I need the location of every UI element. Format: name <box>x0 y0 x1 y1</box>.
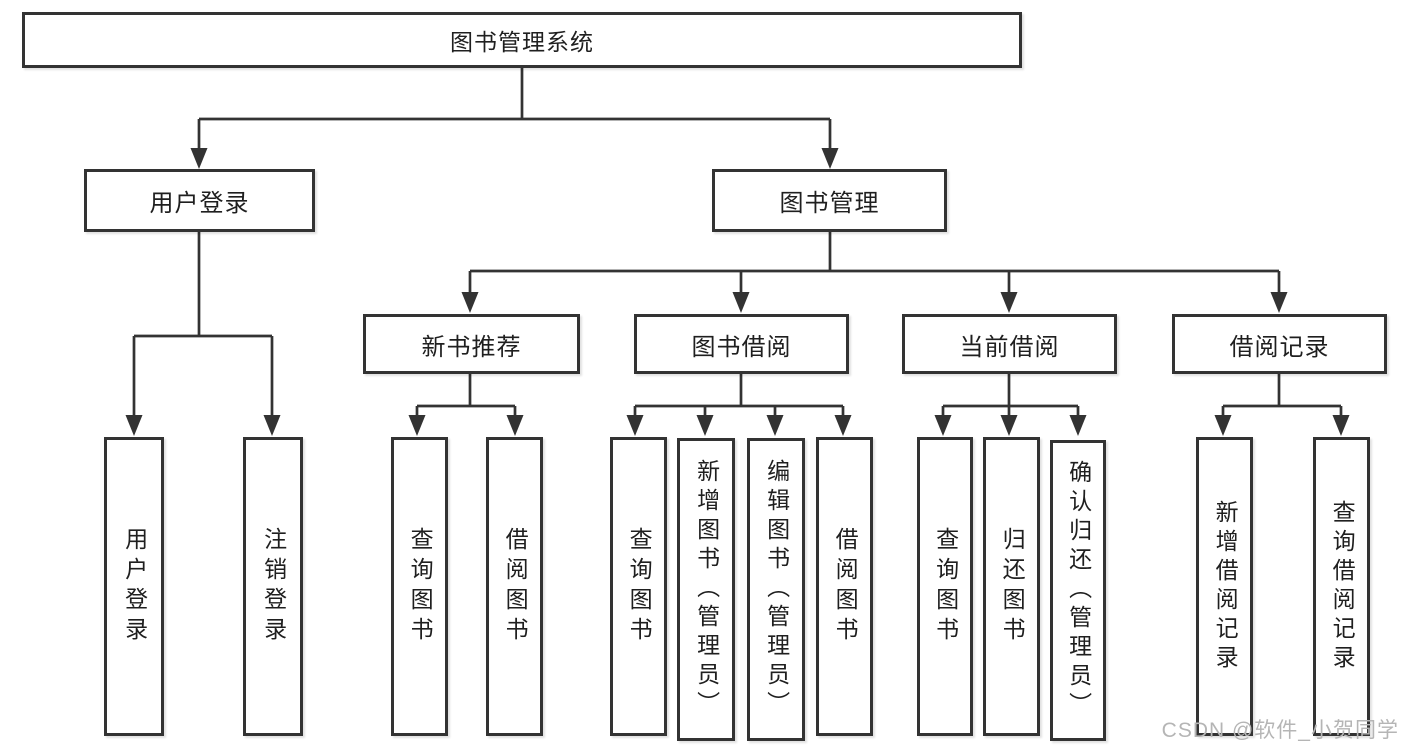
node-borrow-records-label: 借阅记录 <box>1229 333 1330 361</box>
leaf-cb-confirm-return-label: 确认归还（管理员） <box>1065 460 1092 721</box>
connector-user-login-children <box>125 232 281 436</box>
connector-new-book-children <box>408 374 524 436</box>
leaf-rec-query-book-label: 查询图书 <box>407 526 434 647</box>
node-user-login-label: 用户登录 <box>149 190 250 217</box>
leaf-cb-return-book-label: 归还图书 <box>999 526 1026 647</box>
leaf-bb-borrow-book-label: 借阅图书 <box>832 526 859 647</box>
leaf-cb-query-book-label: 查询图书 <box>932 526 959 647</box>
leaf-bb-query-book: 查询图书 <box>610 437 667 736</box>
leaf-br-add-record-label: 新增借阅记录 <box>1212 499 1239 674</box>
leaf-logout: 注销登录 <box>243 437 303 736</box>
leaf-bb-edit-book-label: 编辑图书（管理员） <box>763 459 790 720</box>
node-book-borrow: 图书借阅 <box>634 314 849 374</box>
node-new-book-rec-label: 新书推荐 <box>421 333 522 361</box>
leaf-bb-edit-book: 编辑图书（管理员） <box>747 438 805 741</box>
leaf-cb-confirm-return: 确认归还（管理员） <box>1050 440 1106 741</box>
leaf-user-login: 用户登录 <box>104 437 164 736</box>
node-current-borrow: 当前借阅 <box>902 314 1117 374</box>
leaf-br-query-record: 查询借阅记录 <box>1313 437 1370 736</box>
leaf-bb-borrow-book: 借阅图书 <box>816 437 873 736</box>
node-new-book-rec: 新书推荐 <box>363 314 580 374</box>
leaf-bb-add-book: 新增图书（管理员） <box>677 438 735 741</box>
connector-root-to-level2 <box>190 68 839 169</box>
node-root: 图书管理系统 <box>22 12 1022 68</box>
node-borrow-records: 借阅记录 <box>1172 314 1387 374</box>
leaf-rec-query-book: 查询图书 <box>391 437 448 736</box>
leaf-br-query-record-label: 查询借阅记录 <box>1329 499 1356 674</box>
node-root-label: 图书管理系统 <box>450 29 594 55</box>
connector-borrow-records-children <box>1214 374 1350 436</box>
node-book-borrow-label: 图书借阅 <box>691 333 792 361</box>
leaf-logout-label: 注销登录 <box>260 526 287 647</box>
node-book-mgmt-label: 图书管理 <box>779 190 880 217</box>
connector-book-borrow-children <box>626 374 852 436</box>
node-user-login: 用户登录 <box>84 169 315 232</box>
leaf-rec-borrow-book-label: 借阅图书 <box>502 526 529 647</box>
node-current-borrow-label: 当前借阅 <box>959 333 1060 361</box>
node-book-mgmt: 图书管理 <box>712 169 947 232</box>
connector-current-borrow-children <box>934 374 1087 436</box>
connector-book-mgmt-children <box>461 232 1288 313</box>
leaf-bb-query-book-label: 查询图书 <box>626 526 653 647</box>
leaf-bb-add-book-label: 新增图书（管理员） <box>693 459 720 720</box>
watermark: CSDN @软件_小贺同学 <box>1161 719 1399 742</box>
leaf-br-add-record: 新增借阅记录 <box>1196 437 1253 736</box>
leaf-cb-return-book: 归还图书 <box>983 437 1040 736</box>
leaf-cb-query-book: 查询图书 <box>917 437 973 736</box>
leaf-rec-borrow-book: 借阅图书 <box>486 437 543 736</box>
leaf-user-login-label: 用户登录 <box>121 526 148 647</box>
